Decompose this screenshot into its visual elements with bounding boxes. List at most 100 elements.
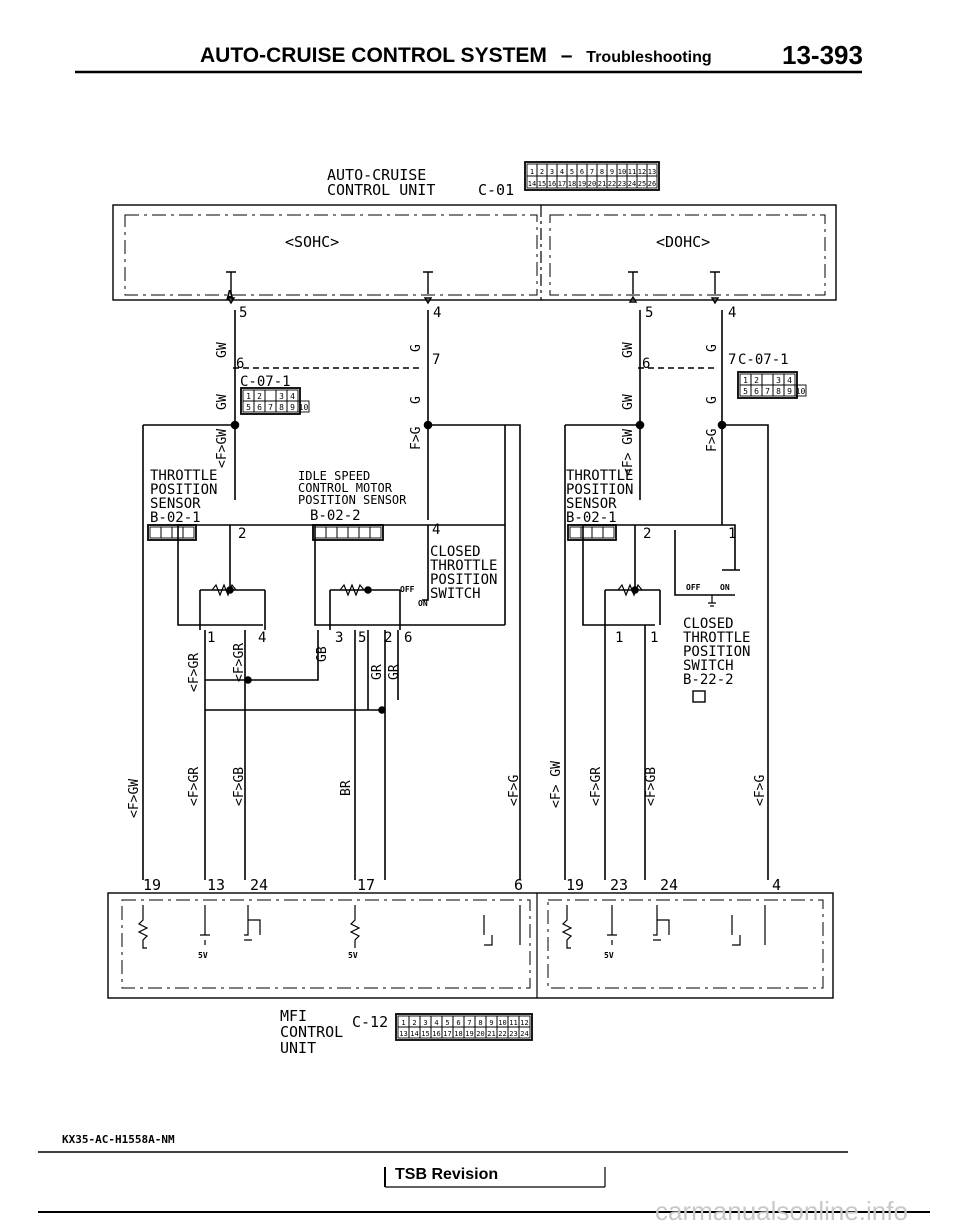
sohc-wire-fgb: <F>GB <box>232 767 247 806</box>
sohc-pin-4: 4 <box>433 305 441 321</box>
dohc-pin-7: 7 <box>728 352 736 368</box>
title-dash: – <box>560 44 573 67</box>
dohc-wiring <box>564 310 769 880</box>
connector-pin-label: 15 <box>421 1030 429 1038</box>
mfi-label-1: MFI <box>280 1007 307 1025</box>
connector-pin-cell <box>369 526 382 539</box>
connector-pin-label: 24 <box>520 1030 528 1038</box>
dohc-switch-on: ON <box>720 583 730 592</box>
connector-pin-cell <box>264 389 277 402</box>
sohc-tps-l1: THROTTLE <box>150 468 217 484</box>
sohc-label: <SOHC> <box>285 233 339 251</box>
sohc-wire-fgr3: <F>GR <box>187 767 202 806</box>
dohc-tps-l3: SENSOR <box>566 496 617 512</box>
connector-pin-cell <box>182 526 195 539</box>
connector-pin-label: 10 <box>498 1019 506 1027</box>
connector-pin-label: 17 <box>443 1030 451 1038</box>
dohc-ctps-connector-icon <box>692 690 706 703</box>
sohc-pin-6b: 6 <box>404 630 412 646</box>
sohc-wire-fgw: <F>GW <box>215 429 230 468</box>
sohc-tps-l3: SENSOR <box>150 496 201 512</box>
dohc-pin-4: 4 <box>728 305 736 321</box>
page-title: AUTO-CRUISE CONTROL SYSTEM <box>200 44 547 67</box>
connector-pin-label: 16 <box>432 1030 440 1038</box>
connector-pin-label: 5 <box>445 1019 449 1027</box>
dohc-pin-1b: 1 <box>615 630 623 646</box>
connector-pin-label: 23 <box>618 180 626 188</box>
dohc-mfi-pin-d: 4 <box>772 876 781 894</box>
dohc-tps-l1: THROTTLE <box>566 468 633 484</box>
dohc-wire-g: G <box>705 344 720 352</box>
connector-pin-cell <box>160 526 173 539</box>
connector-pin-cell <box>591 526 604 539</box>
sohc-isc-code: B-02-2 <box>310 508 361 524</box>
connector-pin-label: 6 <box>754 387 759 396</box>
connector-pin-label: 4 <box>434 1019 438 1027</box>
connector-pin-cell <box>569 526 582 539</box>
acu-label-2: CONTROL UNIT <box>327 181 435 199</box>
diagram-code: KX35-AC-H1558A-NM <box>62 1133 175 1146</box>
connector-pin-cell <box>761 373 774 386</box>
mfi-label-3: UNIT <box>280 1039 316 1057</box>
sohc-pin-7: 7 <box>432 352 440 368</box>
dohc-switch-off: OFF <box>686 583 701 592</box>
connector-pin-label: 1 <box>246 392 251 401</box>
connector-pin-label: 2 <box>540 168 544 176</box>
connector-pin-cell <box>794 384 807 397</box>
sohc-wire-g: G <box>409 344 424 352</box>
connector-pin-label: 9 <box>787 387 792 396</box>
connector-pin-label: 8 <box>279 403 284 412</box>
dohc-pin-6: 6 <box>642 356 650 372</box>
sohc-mfi-pin-b: 13 <box>207 876 225 894</box>
dohc-mfi-pin-a: 19 <box>566 876 584 894</box>
connector-pin-label: 22 <box>608 180 616 188</box>
connector-pin-label: 8 <box>478 1019 482 1027</box>
connector-pin-label: 13 <box>648 168 656 176</box>
sohc-wire-fg2: <F>G <box>507 775 522 806</box>
sohc-ctps-l1: CLOSED <box>430 544 481 560</box>
connector-pin-label: 7 <box>590 168 594 176</box>
sohc-pin-5: 5 <box>239 305 247 321</box>
connector-pin-label: 9 <box>610 168 614 176</box>
dohc-ctps-l1: CLOSED <box>683 616 734 632</box>
connector-pin-label: 12 <box>638 168 646 176</box>
connector-pin-label: 6 <box>580 168 584 176</box>
sohc-mfi-pin-e: 6 <box>514 876 523 894</box>
connector-pin-label: 10 <box>299 403 309 412</box>
sohc-pin-2b: 2 <box>384 630 392 646</box>
sohc-supply-2: 5V <box>348 951 358 960</box>
connector-pin-label: 22 <box>498 1030 506 1038</box>
connector-pin-cell <box>297 400 310 413</box>
connector-pin-cell <box>314 526 327 539</box>
sohc-tps-connector-icon <box>147 524 197 541</box>
dohc-ctps-code: B-22-2 <box>683 672 734 688</box>
connector-pin-label: 19 <box>578 180 586 188</box>
dohc-wire-gw: GW <box>621 342 636 358</box>
connector-pin-label: 6 <box>257 403 262 412</box>
connector-pin-label: 1 <box>530 168 534 176</box>
connector-pin-label: 21 <box>487 1030 495 1038</box>
sohc-pin-1: 1 <box>207 630 215 646</box>
connector-pin-label: 17 <box>558 180 566 188</box>
sohc-pin-2: 2 <box>238 526 246 542</box>
connector-pin-label: 2 <box>754 376 759 385</box>
sohc-ctps-l2: THROTTLE <box>430 558 497 574</box>
sohc-switch-off: OFF <box>400 585 415 594</box>
connector-pin-label: 18 <box>568 180 576 188</box>
connector-pin-label: 7 <box>268 403 273 412</box>
connector-pin-cell <box>358 526 371 539</box>
sohc-wire-g2: G <box>409 396 424 404</box>
mfi-frame <box>107 892 834 999</box>
connector-pin-label: 3 <box>423 1019 427 1027</box>
sohc-wire-fgr2: <F>GR <box>232 643 247 682</box>
connector-pin-cell <box>602 526 615 539</box>
dohc-wire-fg: F>G <box>705 428 720 452</box>
connector-pin-label: 10 <box>796 387 806 396</box>
connector-pin-label: 2 <box>257 392 262 401</box>
connector-pin-label: 23 <box>509 1030 517 1038</box>
sohc-switch-on: ON <box>418 599 428 608</box>
connector-pin-label: 1 <box>743 376 748 385</box>
